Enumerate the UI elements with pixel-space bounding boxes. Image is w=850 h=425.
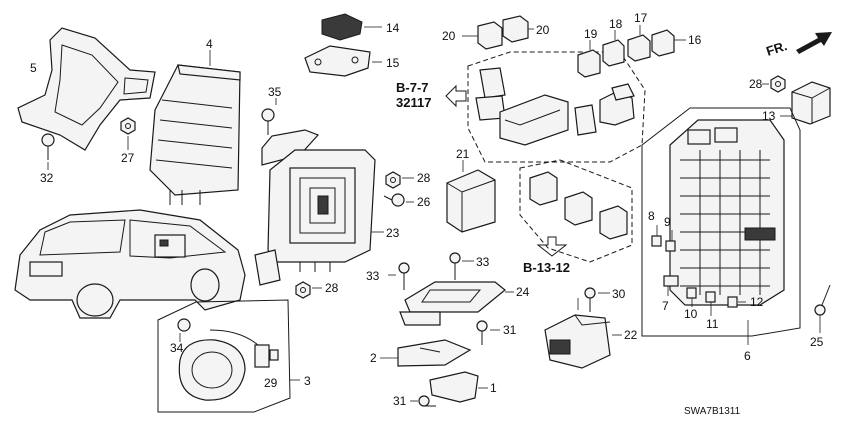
callout-9: 9 [664, 215, 671, 229]
callout-11: 11 [706, 317, 719, 331]
reference-arrow-icon [445, 84, 467, 108]
switch-part-14[interactable] [321, 13, 382, 41]
nut-part-27[interactable] [120, 117, 136, 150]
callout-14: 14 [386, 21, 400, 35]
bolt-part-33-left[interactable] [388, 262, 410, 290]
callout-25: 25 [810, 335, 824, 349]
callout-3: 3 [304, 374, 311, 388]
callout-15: 15 [386, 56, 400, 70]
bolt-part-35[interactable] [261, 98, 277, 135]
bolt-part-25[interactable] [814, 284, 831, 333]
callout-10: 10 [684, 307, 698, 321]
callout-5: 5 [30, 61, 37, 75]
callout-22: 22 [624, 328, 638, 342]
fuse-part-7[interactable] [663, 275, 679, 296]
callout-2: 2 [370, 351, 377, 365]
unit-part-21[interactable] [446, 160, 496, 233]
buzzer-assembly-part-3[interactable] [157, 299, 300, 413]
callout-13: 13 [762, 109, 776, 123]
callout-28-lower: 28 [325, 281, 339, 295]
relay-part-17[interactable] [627, 25, 651, 62]
callout-4: 4 [206, 37, 213, 51]
relay-part-16[interactable] [651, 29, 686, 57]
callout-17: 17 [634, 11, 648, 25]
bolt-part-30[interactable] [584, 287, 610, 312]
fuse-part-11[interactable] [705, 291, 716, 316]
reference-b1312[interactable]: B-13-12 [523, 260, 570, 275]
relay-cluster-middle[interactable] [529, 171, 628, 240]
bolt-part-31-upper[interactable] [476, 320, 500, 345]
sensor-part-15[interactable] [304, 45, 382, 77]
callout-21: 21 [456, 147, 470, 161]
callout-20-left: 20 [442, 29, 456, 43]
callout-24: 24 [516, 285, 530, 299]
reference-32117[interactable]: 32117 [396, 95, 431, 110]
control-unit-part-13[interactable] [780, 81, 831, 125]
callout-32: 32 [40, 171, 54, 185]
callout-18: 18 [609, 17, 623, 31]
callout-28-top-right: 28 [749, 77, 763, 91]
bolt-part-32[interactable] [41, 133, 55, 170]
callout-8: 8 [648, 209, 655, 223]
callout-29: 29 [264, 376, 278, 390]
callout-28-center: 28 [417, 171, 431, 185]
nut-part-28-top-right[interactable] [762, 75, 786, 93]
relay-group-top-outline [467, 51, 646, 163]
fuse-part-12[interactable] [727, 296, 746, 308]
relay-cluster-top[interactable] [475, 67, 635, 146]
nut-part-28-center[interactable] [385, 171, 414, 189]
vehicle-outline [14, 209, 246, 319]
forward-arrow-icon [796, 32, 832, 54]
callout-26: 26 [417, 195, 431, 209]
callout-12: 12 [750, 295, 764, 309]
callout-23: 23 [386, 226, 400, 240]
callout-20-right: 20 [536, 23, 550, 37]
relay-part-18[interactable] [602, 30, 625, 67]
fuse-part-10[interactable] [686, 287, 697, 307]
callout-7: 7 [662, 299, 669, 313]
callout-33-left: 33 [366, 269, 380, 283]
control-unit-part-4[interactable] [149, 50, 241, 205]
callout-34: 34 [170, 341, 184, 355]
unit-part-24[interactable] [399, 281, 514, 326]
callout-6: 6 [744, 349, 751, 363]
callout-30: 30 [612, 287, 626, 301]
reference-b77[interactable]: B-7-7 [396, 80, 429, 95]
callout-16: 16 [688, 33, 702, 47]
bolt-part-26[interactable] [383, 193, 414, 207]
relay-part-20-right[interactable] [502, 15, 534, 43]
fuse-part-9[interactable] [665, 230, 676, 252]
bracket-part-1[interactable] [429, 371, 488, 403]
callout-1: 1 [490, 381, 497, 395]
direction-label: FR. [764, 38, 789, 59]
bracket-part-5[interactable] [17, 27, 156, 151]
nut-part-28-lower[interactable] [295, 281, 322, 299]
callout-31-lower: 31 [393, 394, 407, 408]
bracket-part-2[interactable] [380, 339, 472, 367]
bolt-part-31-lower[interactable] [410, 395, 436, 407]
bolt-part-33-right[interactable] [449, 252, 474, 280]
module-part-22[interactable] [544, 298, 622, 369]
diagram-code: SWA7B1311 [684, 406, 741, 417]
relay-part-20-left[interactable] [462, 21, 503, 50]
fuse-part-8[interactable] [651, 225, 662, 247]
relay-group-middle-outline [519, 159, 633, 263]
callout-33-right: 33 [476, 255, 490, 269]
reference-arrow-icon [536, 236, 568, 257]
callout-19: 19 [584, 27, 598, 41]
control-module-part-23[interactable] [254, 129, 384, 286]
callout-27: 27 [121, 151, 135, 165]
callout-31-upper: 31 [503, 323, 517, 337]
fuse-box-part-6[interactable] [669, 119, 785, 345]
fuse-box-frame-part-6 [641, 107, 801, 337]
callout-35: 35 [268, 85, 282, 99]
relay-part-19[interactable] [577, 40, 601, 78]
